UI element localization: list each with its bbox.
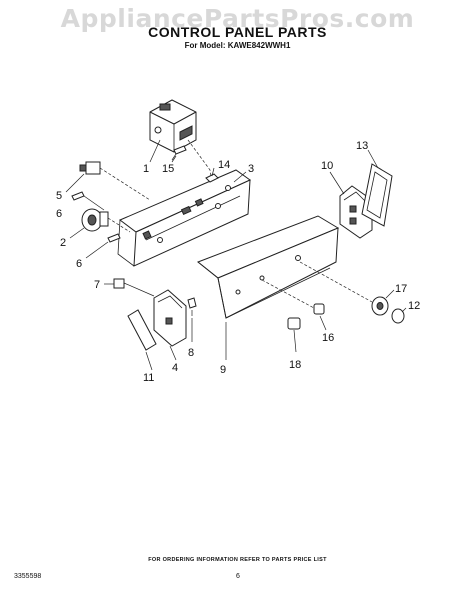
selector-switch-part-2 bbox=[81, 208, 131, 233]
document-number: 3355598 bbox=[14, 573, 42, 580]
callout-7: 7 bbox=[94, 279, 114, 291]
callout-14: 14 bbox=[211, 159, 230, 177]
watermark: AppliancePartsPros.com bbox=[60, 4, 415, 33]
screw-part-14 bbox=[205, 173, 219, 183]
button-part-18 bbox=[287, 317, 301, 330]
screw-part-15 bbox=[171, 145, 187, 163]
page-number: 6 bbox=[236, 573, 240, 580]
callout-1: 1 bbox=[143, 139, 161, 175]
callout-6-upper: 6 bbox=[56, 208, 62, 220]
callout-15: 15 bbox=[162, 153, 177, 175]
svg-text:1: 1 bbox=[143, 163, 149, 175]
screw-part-8 bbox=[187, 297, 197, 316]
svg-text:11: 11 bbox=[143, 372, 154, 384]
callout-9: 9 bbox=[220, 322, 227, 376]
button-part-16 bbox=[313, 303, 325, 315]
svg-text:4: 4 bbox=[172, 362, 178, 374]
svg-text:6: 6 bbox=[56, 208, 62, 220]
control-panel-bracket bbox=[117, 169, 251, 267]
knob-part-17 bbox=[371, 296, 389, 316]
svg-text:9: 9 bbox=[220, 364, 226, 376]
callout-10: 10 bbox=[321, 160, 345, 195]
screw-part-6-upper bbox=[71, 191, 105, 211]
callout-5: 5 bbox=[56, 173, 85, 202]
svg-text:7: 7 bbox=[94, 279, 100, 291]
svg-text:15: 15 bbox=[162, 163, 174, 175]
svg-text:18: 18 bbox=[289, 359, 301, 371]
ordering-note: FOR ORDERING INFORMATION REFER TO PARTS … bbox=[148, 557, 327, 563]
callout-16: 16 bbox=[319, 315, 334, 344]
timer-part bbox=[149, 99, 197, 153]
svg-text:13: 13 bbox=[356, 140, 368, 152]
svg-text:14: 14 bbox=[218, 159, 230, 171]
callout-13: 13 bbox=[356, 140, 379, 169]
console-panel-part-9 bbox=[197, 215, 340, 319]
svg-text:5: 5 bbox=[56, 190, 62, 202]
callout-6-lower: 6 bbox=[76, 241, 109, 270]
callout-2: 2 bbox=[60, 227, 85, 249]
svg-text:2: 2 bbox=[60, 237, 66, 249]
callout-4: 4 bbox=[169, 345, 178, 374]
callout-17: 17 bbox=[385, 283, 407, 299]
switch-part-5 bbox=[79, 161, 151, 201]
model-subtitle: For Model: KAWE842WWH1 bbox=[184, 41, 291, 50]
clip-part-7 bbox=[113, 278, 155, 297]
screw-part-6-lower bbox=[107, 233, 121, 243]
svg-text:10: 10 bbox=[321, 160, 333, 172]
callout-12: 12 bbox=[401, 300, 420, 313]
end-cap-part-4 bbox=[153, 289, 187, 347]
svg-text:8: 8 bbox=[188, 347, 194, 359]
svg-text:3: 3 bbox=[248, 163, 254, 175]
cover-part-11 bbox=[127, 309, 157, 351]
callout-8: 8 bbox=[188, 318, 194, 359]
bracket-part-10 bbox=[339, 185, 373, 239]
svg-text:17: 17 bbox=[395, 283, 407, 295]
callout-18: 18 bbox=[289, 329, 301, 371]
diagram-title: CONTROL PANEL PARTS bbox=[148, 24, 327, 40]
svg-text:12: 12 bbox=[408, 300, 420, 312]
callout-3: 3 bbox=[233, 163, 254, 183]
svg-text:6: 6 bbox=[76, 258, 82, 270]
callout-11: 11 bbox=[143, 351, 154, 384]
svg-text:16: 16 bbox=[322, 332, 334, 344]
knob-cap-part-12 bbox=[391, 308, 405, 324]
gasket-part-13 bbox=[361, 163, 393, 227]
